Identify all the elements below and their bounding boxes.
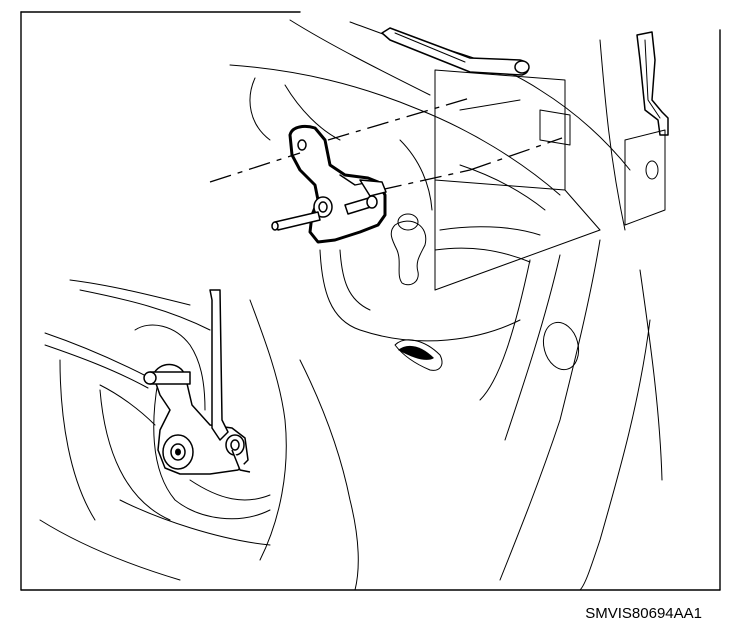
frame <box>20 11 721 591</box>
inside-handle-assembly <box>44 289 251 475</box>
right-panel-plate <box>624 129 666 226</box>
remote-control-lever <box>271 125 387 244</box>
keyhole-opening <box>390 213 427 286</box>
upper-rod <box>381 27 530 76</box>
right-rod <box>636 31 669 136</box>
alignment-lines <box>209 97 563 191</box>
lower-door-contours <box>59 359 271 521</box>
figure-code: SMVIS80694AA1 <box>585 605 702 622</box>
oval-hole <box>542 321 580 371</box>
door-panel-contours <box>39 19 663 591</box>
lower-opening <box>394 339 443 371</box>
latch-housing <box>434 69 601 291</box>
